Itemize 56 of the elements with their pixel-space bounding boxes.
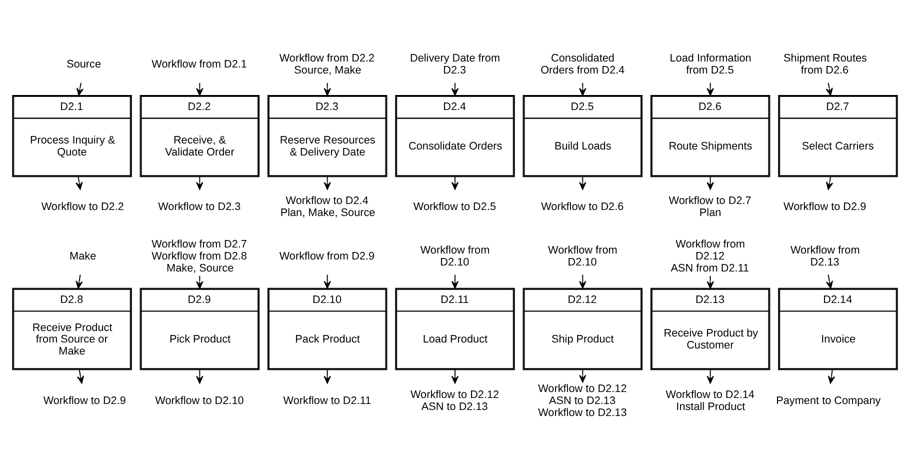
arrow bbox=[196, 369, 204, 384]
arrow bbox=[324, 82, 331, 96]
node-text: Workflow from D2.7 Workflow from D2.8 Make, Source bbox=[152, 238, 247, 274]
node-text: Workflow from D2.13 bbox=[790, 244, 860, 268]
node-text: Load Information from D2.5 bbox=[670, 52, 752, 76]
node-text: Workflow to D2.14 Install Product bbox=[666, 389, 754, 413]
node-text: Workflow from D2.1 bbox=[152, 58, 247, 71]
arrow bbox=[196, 176, 204, 190]
arrow bbox=[828, 369, 836, 384]
node-text: Workflow to D2.11 bbox=[283, 395, 372, 408]
node-text: Workflow to D2.9 bbox=[43, 395, 126, 408]
arrow bbox=[826, 274, 833, 289]
arrow bbox=[76, 369, 84, 384]
arrow bbox=[706, 82, 714, 96]
arrow bbox=[451, 369, 459, 384]
node-text: Workflow from D2.10 bbox=[548, 244, 618, 268]
arrow bbox=[451, 274, 459, 289]
node-text: Workflow to D2.4 Plan, Make, Source bbox=[280, 195, 376, 219]
arrow bbox=[579, 82, 586, 96]
arrow bbox=[706, 369, 714, 384]
arrow bbox=[324, 369, 331, 384]
node-text: Consolidated Orders from D2.4 bbox=[540, 52, 625, 76]
node-text: Workflow to D2.5 bbox=[413, 201, 496, 214]
node-text: Workflow to D2.2 bbox=[41, 201, 124, 214]
node-text: Payment to Company bbox=[776, 395, 881, 408]
node-text: Shipment Routes from D2.6 bbox=[784, 52, 867, 76]
node-text: Workflow to D2.10 bbox=[155, 395, 244, 408]
node-text: Workflow to D2.6 bbox=[541, 201, 624, 214]
node-text: Workflow from D2.9 bbox=[279, 250, 375, 263]
arrow bbox=[579, 274, 586, 289]
node-text: Workflow to D2.12 ASN to D2.13 Workflow to D2.13 bbox=[538, 383, 627, 419]
node-text: Make bbox=[70, 250, 96, 263]
node-text: Workflow to D2.3 bbox=[158, 201, 241, 214]
arrow bbox=[826, 176, 834, 190]
arrow bbox=[196, 275, 204, 289]
arrow bbox=[451, 176, 459, 190]
arrow bbox=[826, 82, 833, 96]
node-text: Workflow to D2.9 bbox=[784, 201, 866, 214]
node-text: Delivery Date from D2.3 bbox=[410, 52, 500, 76]
node-text: Workflow from D2.10 bbox=[420, 244, 490, 268]
arrow bbox=[706, 176, 714, 190]
node-text: Workflow to D2.7 Plan bbox=[668, 195, 752, 219]
arrow bbox=[451, 82, 459, 96]
node-text: Workflow from D2.2 Source, Make bbox=[279, 52, 375, 76]
arrow bbox=[706, 275, 714, 289]
arrow bbox=[324, 176, 331, 190]
arrow bbox=[579, 369, 586, 383]
arrow bbox=[196, 82, 204, 96]
arrow bbox=[579, 176, 586, 190]
arrow bbox=[76, 82, 84, 96]
arrow bbox=[324, 274, 331, 289]
arrow bbox=[76, 176, 83, 190]
node-text: Workflow from D2.12 ASN from D2.11 bbox=[670, 238, 750, 274]
arrow bbox=[76, 274, 83, 289]
node-text: Workflow to D2.12 ASN to D2.13 bbox=[410, 389, 500, 413]
node-text: Source bbox=[66, 58, 102, 71]
